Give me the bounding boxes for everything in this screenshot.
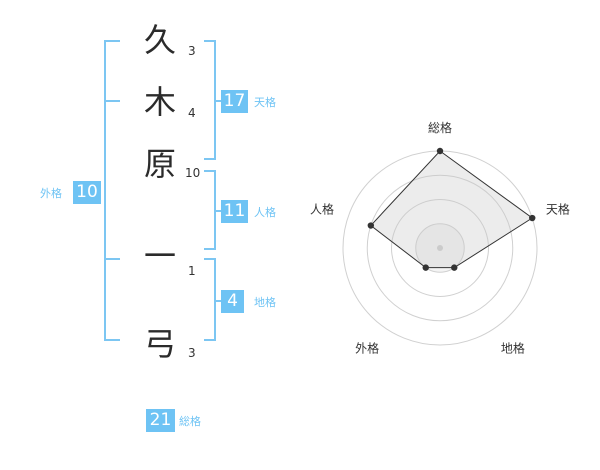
radar-center [437, 245, 443, 251]
stroke-count-5: 3 [188, 346, 196, 360]
soukaku-value: 21 [146, 409, 175, 432]
jinkaku-bracket [204, 170, 216, 250]
radar-point-4 [422, 264, 429, 271]
stroke-count-4: 1 [188, 264, 196, 278]
chikaku-bracket [204, 258, 216, 341]
radar-point-1 [436, 147, 444, 155]
gaikaku-bracket [104, 40, 120, 341]
stroke-count-2: 4 [188, 106, 196, 120]
radar-point-3 [451, 264, 458, 271]
name-char-4: 一 [143, 237, 176, 275]
tenkaku-bracket [204, 40, 216, 160]
radar-axis-label-4: 外格 [355, 340, 379, 355]
radar-axis-label-5: 人格 [310, 202, 334, 217]
radar-series-area [370, 150, 534, 269]
gaikaku-bracket-tick-top [104, 100, 120, 102]
gaikaku-value: 10 [73, 181, 101, 204]
name-char-3: 原 [143, 145, 176, 183]
jinkaku-value: 11 [221, 200, 248, 223]
tenkaku-value: 17 [221, 90, 248, 113]
name-char-5: 弓 [143, 325, 176, 363]
tenkaku-label: 天格 [254, 96, 276, 109]
jinkaku-connector [216, 210, 222, 212]
jinkaku-label: 人格 [254, 206, 276, 219]
radar-axis-label-2: 天格 [546, 202, 570, 217]
chikaku-connector [216, 300, 222, 302]
name-char-1: 久 [143, 21, 176, 59]
chikaku-label: 地格 [254, 296, 276, 309]
gaikaku-bracket-tick-bottom [104, 258, 120, 260]
chikaku-value: 4 [221, 290, 244, 313]
radar-ring-2 [391, 199, 489, 297]
radar-point-5 [367, 222, 375, 229]
stroke-count-1: 3 [188, 44, 196, 58]
radar-ring-3 [366, 174, 514, 322]
name-char-2: 木 [143, 83, 176, 121]
tenkaku-connector [216, 100, 222, 102]
stroke-count-3: 10 [185, 166, 201, 180]
gaikaku-label: 外格 [40, 187, 62, 200]
radar-point-2 [529, 214, 536, 222]
radar-axis-label-1: 総格 [428, 120, 452, 135]
radar-axis-label-3: 地格 [501, 340, 525, 355]
soukaku-label: 総格 [179, 415, 201, 428]
